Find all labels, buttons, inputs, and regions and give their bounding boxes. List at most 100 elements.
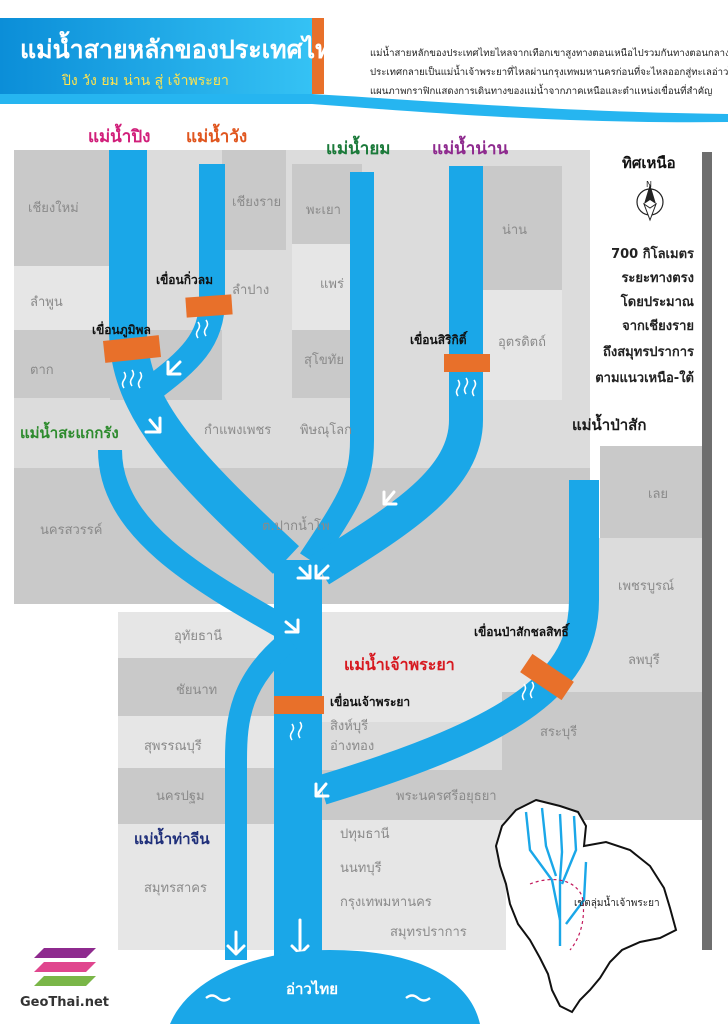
river-label-ping: แม่น้ำปิง — [88, 123, 150, 147]
distance-note-line: โดยประมาณ — [620, 293, 694, 310]
province-cell — [316, 820, 506, 950]
province-label: กำแพงเพชร — [204, 423, 271, 438]
province-label: สมุทรปราการ — [390, 925, 467, 940]
river-nan — [310, 166, 483, 585]
province-cell — [118, 768, 278, 824]
distance-scale-bar — [702, 152, 712, 950]
brand-logo: GeoThai.net — [20, 948, 109, 1010]
header-swoosh — [0, 94, 728, 123]
dam-sirikit-icon — [444, 354, 490, 372]
province-cell — [14, 330, 110, 398]
river-label-tha-chin: แม่น้ำท่าจีน — [134, 827, 210, 848]
province-label: อุตรดิตถ์ — [498, 334, 546, 350]
river-label-wang: แม่น้ำวัง — [186, 123, 247, 147]
province-cell — [470, 290, 562, 400]
province-label: เพชรบูรณ์ — [618, 578, 674, 594]
brand-name: GeoThai.net — [20, 995, 109, 1010]
svg-text:N: N — [646, 180, 652, 189]
inset-river — [560, 815, 578, 885]
province-label: พะเยา — [306, 203, 341, 218]
inset-label: เขตลุ่มน้ำเจ้าพระยา — [574, 895, 660, 909]
gulf-of-thailand: อ่าวไทย — [170, 950, 480, 1024]
river-sakae-krang — [98, 449, 294, 641]
province-cell — [222, 250, 286, 400]
dam-label-sirikit: เขื่อนสิริกิติ์ — [410, 331, 468, 347]
dam-label-pa-sak: เขื่อนป่าสักชลสิทธิ์ — [474, 623, 570, 639]
dam-chao-phraya-icon — [274, 696, 324, 714]
ripple-icon — [121, 369, 143, 389]
ripple-icon — [289, 721, 303, 741]
province-label: ปทุมธานี — [340, 826, 390, 842]
distance-note-line: จากเชียงราย — [622, 318, 694, 334]
river-label-nan: แม่น้ำน่าน — [432, 135, 508, 159]
logo-layer — [34, 962, 96, 972]
inset-river — [565, 861, 588, 925]
header: แม่น้ำสายหลักของประเทศไทย ปิง วัง ยม น่า… — [0, 18, 728, 123]
page-subtitle: ปิง วัง ยม น่าน สู่ เจ้าพระยา — [62, 73, 229, 89]
province-cell — [14, 398, 110, 468]
province-cell — [600, 446, 702, 538]
province-label: ชัยนาท — [176, 683, 217, 698]
ripple-icon — [521, 681, 535, 701]
dams — [103, 294, 574, 741]
province-label: น่าน — [502, 223, 527, 238]
province-cell — [14, 150, 110, 266]
page-title: แม่น้ำสายหลักของประเทศไทย — [20, 30, 346, 64]
river-yom — [300, 172, 374, 567]
header-description-line: แผนภาพกราฟิกแสดงการเดินทางของแม่น้ำจากภา… — [370, 83, 712, 97]
province-label: นนทบุรี — [340, 860, 382, 876]
province-label: อุทัยธานี — [174, 628, 222, 644]
river-label-pa-sak: แม่น้ำป่าสัก — [572, 413, 646, 434]
province-label: นครปฐม — [156, 789, 205, 804]
logo-layer — [34, 976, 96, 986]
province-label: ตาก — [30, 363, 54, 378]
flow-arrows — [144, 360, 398, 956]
river-label-chao-phraya: แม่น้ำเจ้าพระยา — [344, 652, 455, 674]
river-tha-chin — [225, 631, 298, 960]
province-cell — [14, 266, 110, 330]
header-banner — [0, 18, 312, 94]
header-description-line: ประเทศกลายเป็นแม่น้ำเจ้าพระยาที่ไหลผ่านก… — [370, 64, 728, 78]
province-cell — [118, 716, 278, 768]
sea-shape — [170, 950, 480, 1024]
province-label: สิงห์บุรี — [330, 718, 368, 734]
province-label: ต.ปากน้ำโพ — [262, 516, 330, 534]
inset-river — [558, 813, 564, 881]
river-label-sakae-krang: แม่น้ำสะแกกรัง — [20, 421, 119, 442]
province-cell — [470, 166, 562, 290]
sea-label: อ่าวไทย — [286, 979, 338, 998]
flow-arrow-icon — [314, 564, 330, 580]
dam-kiw-lom-icon — [185, 294, 233, 318]
ripple-icon — [455, 377, 477, 397]
province-label: แพร่ — [320, 277, 344, 292]
basin-boundary — [529, 878, 585, 951]
inset-river — [540, 807, 558, 877]
province-label: พระนครศรีอยุธยา — [396, 788, 497, 804]
flow-arrow-icon — [284, 618, 300, 634]
header-description-line: แม่น้ำสายหลักของประเทศไทยไหลจากเทือกเขาส… — [370, 45, 728, 59]
flow-arrow-icon — [166, 360, 182, 376]
distance-note-line: ถึงสมุทรปราการ — [603, 344, 694, 360]
logo-layer — [34, 948, 96, 958]
dam-pa-sak-icon — [520, 653, 574, 701]
dam-label-bhumibol: เขื่อนภูมิพล — [92, 321, 151, 338]
province-label: สมุทรสาคร — [144, 881, 207, 896]
dam-bhumibol-icon — [103, 335, 161, 363]
flow-arrow-icon — [382, 490, 398, 506]
dam-label-chao-phraya: เขื่อนเจ้าพระยา — [330, 693, 410, 709]
north-panel: ทิศเหนือ N 700 กิโลเมตร ระยะทางตรง โดยปร… — [595, 152, 712, 950]
province-label: เลย — [648, 487, 668, 502]
river-label-yom: แม่น้ำยม — [326, 135, 391, 159]
river-labels: แม่น้ำปิง แม่น้ำวัง แม่น้ำยม แม่น้ำน่าน … — [20, 123, 646, 848]
distance-note-line: 700 กิโลเมตร — [611, 245, 694, 262]
province-label: สุพรรณบุรี — [144, 738, 202, 754]
inset-map: เขตลุ่มน้ำเจ้าพระยา — [494, 798, 678, 1014]
province-cell — [118, 824, 278, 950]
province-cell — [292, 398, 402, 468]
flow-arrow-icon — [296, 564, 312, 580]
province-label: เชียงใหม่ — [28, 200, 79, 216]
province-labels: เชียงใหม่ เชียงราย พะเยา น่าน ลำพูน ลำปา… — [28, 194, 674, 940]
wave-icon — [405, 994, 431, 1002]
province-label: เชียงราย — [232, 194, 281, 210]
